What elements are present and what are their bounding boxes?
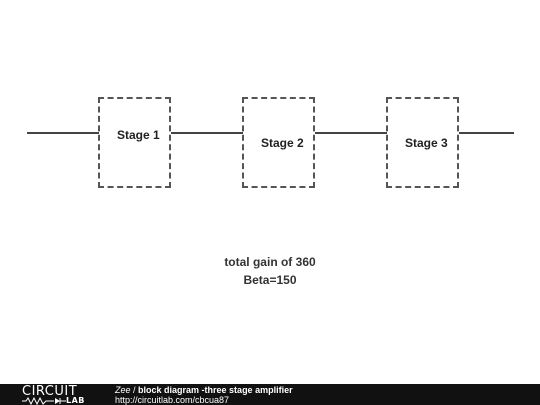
title-separator: / — [130, 385, 139, 395]
wire-stage2-to-stage3 — [315, 132, 387, 134]
wire-stage1-to-stage2 — [171, 132, 243, 134]
footer-title-line: Zee / block diagram -three stage amplifi… — [115, 385, 293, 395]
waveform-icon — [22, 397, 66, 405]
diagram-canvas: Stage 1 Stage 2 Stage 3 total gain of 36… — [27, 97, 514, 287]
output-wire — [459, 132, 514, 134]
circuitlab-logo[interactable]: CIRCUIT LAB — [22, 385, 102, 405]
beta-note: Beta=150 — [243, 273, 297, 287]
stage-3-block — [386, 97, 459, 188]
logo-wordmark-bottom: LAB — [66, 396, 85, 405]
stage-3-label: Stage 3 — [405, 136, 448, 150]
author-link[interactable]: Zee — [115, 385, 131, 395]
circuit-title[interactable]: block diagram -three stage amplifier — [138, 385, 293, 395]
stage-2-label: Stage 2 — [261, 136, 304, 150]
logo-wordmark-top: CIRCUIT — [22, 384, 78, 399]
input-wire — [27, 132, 99, 134]
stage-1-block — [98, 97, 171, 188]
footer-bar: CIRCUIT LAB Zee / block diagram -three s… — [0, 384, 540, 405]
circuit-url-link[interactable]: http://circuitlab.com/cbcua87 — [115, 395, 230, 405]
stage-2-block — [242, 97, 315, 188]
gain-note: total gain of 360 — [224, 255, 316, 269]
stage-1-label: Stage 1 — [117, 128, 160, 142]
